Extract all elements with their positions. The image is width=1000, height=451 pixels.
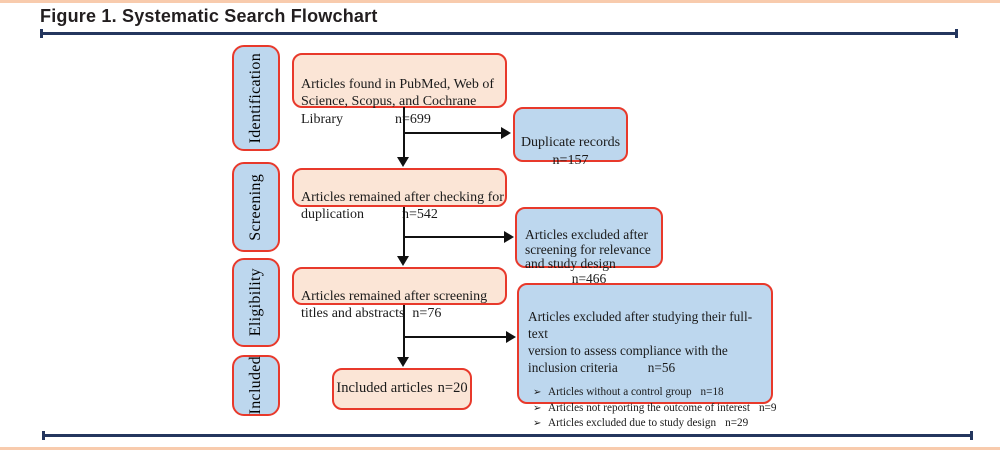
exclusion-box-text: Duplicate records xyxy=(520,135,621,150)
arrow-screening-to-eligibility xyxy=(402,207,405,257)
exclusion-reason-item: ➢ Articles without a control group n=18 xyxy=(528,385,767,401)
record-count: n=542 xyxy=(402,207,438,222)
arrowhead-right-icon xyxy=(506,330,516,343)
process-box-text: Included articles xyxy=(336,380,433,397)
exclusion-reason-text: Articles excluded due to study design xyxy=(548,417,717,430)
process-box-after-title-abstract-screening: Articles remained after screening titles… xyxy=(292,267,507,321)
exclusion-box-text: Articles excluded after screening for re… xyxy=(525,226,651,272)
stage-label-identification: Identification xyxy=(232,45,280,151)
arrowhead-down-icon xyxy=(396,157,409,167)
exclusion-box-fulltext: Articles excluded after studying their f… xyxy=(517,283,776,429)
exclusion-box-text: Articles excluded after studying their f… xyxy=(528,309,753,375)
exclusion-reason-list: ➢ Articles without a control group n=18 … xyxy=(528,385,776,432)
stage-label-screening: Screening xyxy=(232,162,280,252)
process-box-records-identified: Articles found in PubMed, Web of Science… xyxy=(292,53,507,127)
process-box-text: Articles remained after screening titles… xyxy=(301,288,488,322)
record-count: n=20 xyxy=(437,380,468,397)
stage-label-text: Identification xyxy=(247,52,264,144)
footer-divider-rule xyxy=(42,431,973,439)
arrowhead-bullet-icon: ➢ xyxy=(533,418,542,430)
arrowhead-right-icon xyxy=(501,126,511,139)
record-count: n=29 xyxy=(725,417,749,430)
record-count: n=157 xyxy=(552,153,589,168)
arrowhead-down-icon xyxy=(396,357,409,367)
record-count: n=76 xyxy=(412,306,442,321)
record-count: n=18 xyxy=(700,386,724,398)
arrow-eligibility-to-included xyxy=(402,305,405,358)
arrowhead-bullet-icon: ➢ xyxy=(533,402,542,414)
record-count: n=699 xyxy=(394,111,431,127)
arrow-to-fulltext-exclusions xyxy=(403,335,507,338)
process-box-after-deduplication: Articles remained after checking for dup… xyxy=(292,168,507,222)
exclusion-box-duplicates: Duplicate records n=157 xyxy=(513,107,628,168)
process-box-text: Articles found in PubMed, Web of Science… xyxy=(301,76,495,127)
exclusion-reason-text: Articles not reporting the outcome of in… xyxy=(548,401,750,414)
header-divider-rule xyxy=(40,29,958,37)
record-count: n=466 xyxy=(571,271,607,287)
figure-title: Figure 1. Systematic Search Flowchart xyxy=(40,6,378,26)
process-box-text: Articles remained after checking for dup… xyxy=(301,189,504,223)
record-count: n=56 xyxy=(647,360,676,375)
arrowhead-down-icon xyxy=(396,256,409,266)
arrow-to-duplicates xyxy=(403,131,502,134)
exclusion-reason-item: ➢ Articles not reporting the outcome of … xyxy=(528,401,776,417)
stage-label-text: Eligibility xyxy=(247,268,264,337)
stage-label-eligibility: Eligibility xyxy=(232,258,280,347)
arrowhead-bullet-icon: ➢ xyxy=(533,387,542,398)
arrow-to-screening-exclusions xyxy=(403,235,505,238)
stage-label-included: Included xyxy=(232,355,280,416)
stage-label-text: Included xyxy=(247,356,264,415)
stage-label-text: Screening xyxy=(247,173,264,241)
record-count: n=9 xyxy=(758,401,777,414)
exclusion-reason-item: ➢ Articles excluded due to study design … xyxy=(528,416,767,432)
top-accent-rule xyxy=(0,0,1000,3)
exclusion-box-screening: Articles excluded after screening for re… xyxy=(515,207,663,286)
arrowhead-right-icon xyxy=(504,230,514,243)
bottom-accent-rule xyxy=(0,447,1000,450)
exclusion-reason-text: Articles without a control group xyxy=(548,386,692,398)
